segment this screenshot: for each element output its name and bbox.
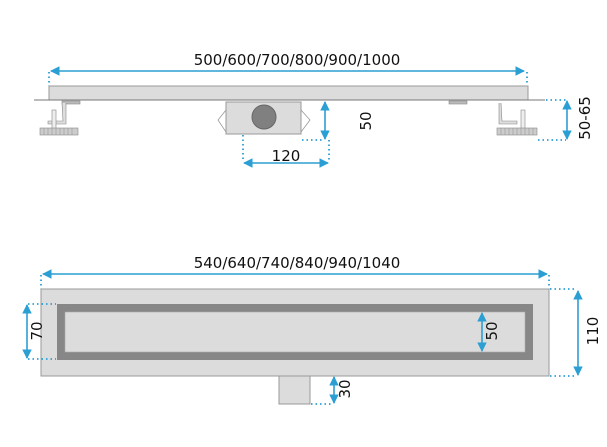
outlet-pipe-circle: [251, 104, 277, 130]
top-view: 540/640/740/840/940/1040 70 50 110 30: [22, 254, 602, 405]
grate: [64, 311, 526, 353]
channel-width-label: 50: [483, 321, 501, 340]
grate-width-label: 70: [28, 321, 46, 340]
side-view: 500/600/700/800/900/1000 50: [34, 51, 594, 168]
outlet-box: [217, 101, 311, 135]
outlet-stub: [278, 375, 311, 405]
side-length-label: 500/600/700/800/900/1000: [194, 51, 401, 69]
channel-body: [48, 85, 529, 101]
top-length-label: 540/640/740/840/940/1040: [194, 254, 401, 272]
outlet-depth-label: 30: [336, 379, 354, 398]
total-width-label: 110: [584, 317, 602, 346]
outlet-width-label: 120: [272, 147, 301, 165]
adjustable-foot-left: [39, 100, 81, 136]
outlet-height-label: 50: [357, 111, 375, 130]
leg-height-label: 50-65: [576, 96, 594, 140]
adjustable-foot-right: [448, 100, 538, 136]
